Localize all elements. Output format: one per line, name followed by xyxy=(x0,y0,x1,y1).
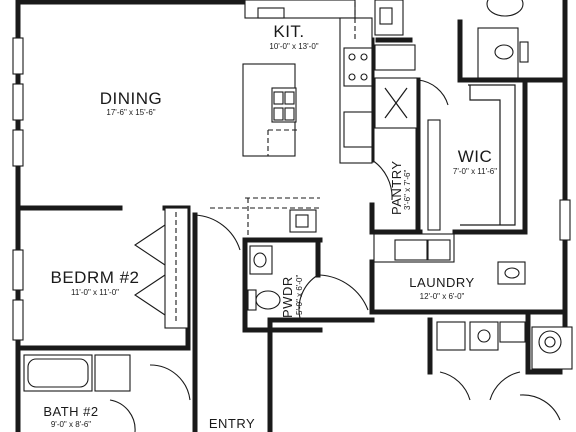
pantry-dims: 3'-6" x 7'-6" xyxy=(403,169,412,210)
bath2-fixtures xyxy=(23,354,191,432)
bath2-label: BATH #2 xyxy=(43,404,99,419)
laundry-label: LAUNDRY xyxy=(409,275,475,290)
kitchen-fixtures xyxy=(210,0,404,209)
bedroom2-dims: 11'-0" x 11'-0" xyxy=(70,288,120,297)
interior-walls xyxy=(15,19,568,432)
bedroom-closet xyxy=(134,207,189,329)
bedroom2-label: BEDRM #2 xyxy=(50,268,140,287)
pantry-label: PANTRY xyxy=(389,160,404,215)
powder-dims: 5'-0" x 6'-0" xyxy=(295,274,304,315)
laundry-dims: 12'-0" x 6'-0" xyxy=(419,292,465,301)
closet-fixtures xyxy=(371,44,516,231)
windows xyxy=(12,37,571,341)
kitchen-label: KIT. xyxy=(273,22,305,41)
powder-label: PWDR xyxy=(280,276,295,318)
dining-dims: 17'-6" x 15'-6" xyxy=(106,108,156,117)
dining-label: DINING xyxy=(99,89,163,108)
kitchen-dims: 10'-0" x 13'-0" xyxy=(269,42,319,51)
bath2-dims: 9'-0" x 8'-6" xyxy=(50,420,92,429)
wic-dims: 7'-0" x 11'-6" xyxy=(452,167,498,176)
bath-fixtures xyxy=(477,0,529,79)
wic-label: WIC xyxy=(457,147,493,166)
powder-fixtures xyxy=(247,198,319,319)
entry-label: ENTRY xyxy=(208,416,256,431)
laundry-fixtures xyxy=(319,233,573,421)
